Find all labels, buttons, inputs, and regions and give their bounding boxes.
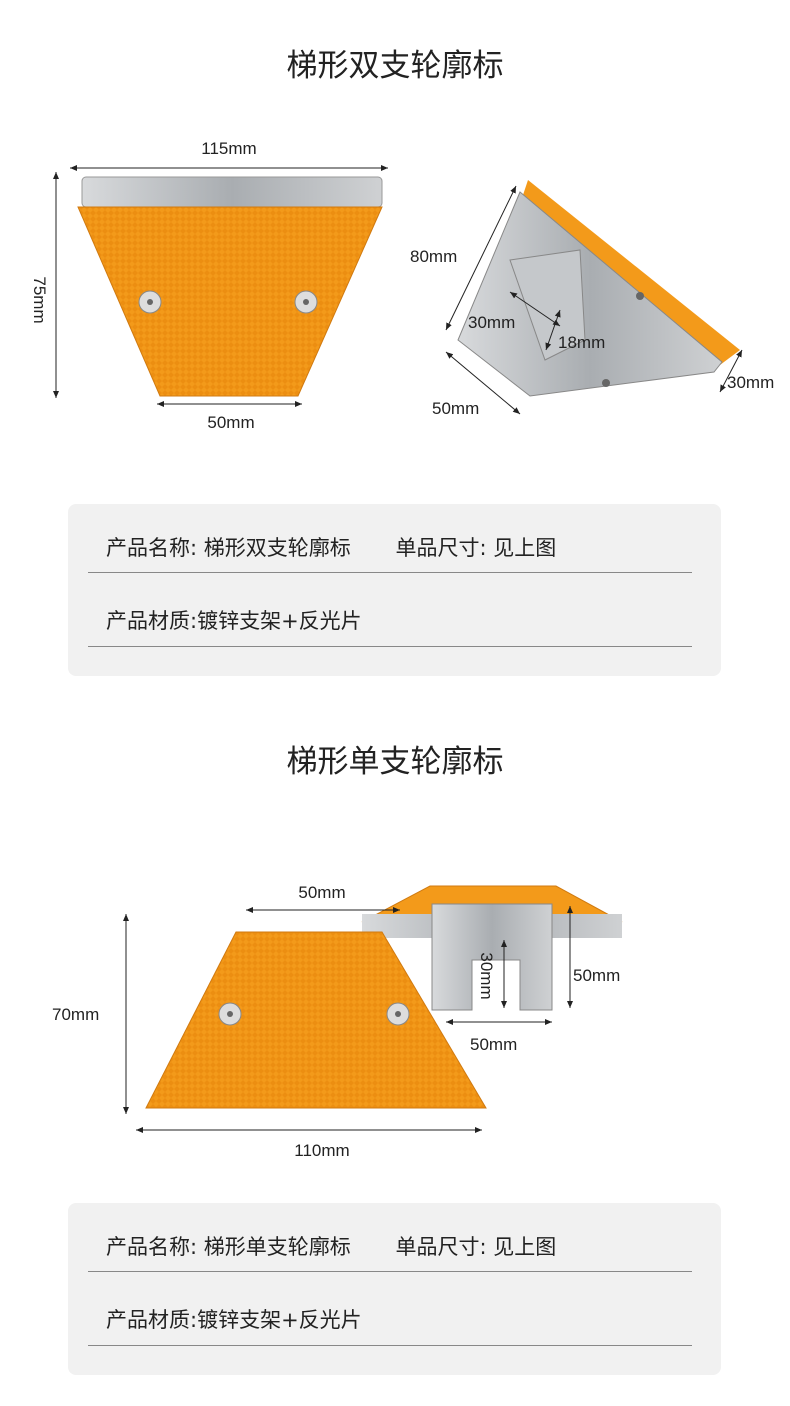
name-label: 产品名称: [106,1235,198,1259]
material-value: 镀锌支架+反光片 [197,1308,362,1332]
dim-side-height: 80mm [410,247,457,266]
material-value: 镀锌支架+反光片 [197,609,362,633]
double-reflector-side [457,180,740,397]
divider [88,1345,692,1346]
spec-row-material: 产品材质:镀锌支架+反光片 [106,605,362,635]
divider [88,572,692,573]
double-reflector-front [77,176,383,397]
size-value: 见上图 [493,536,557,560]
dim-slot-depth: 18mm [558,333,605,352]
single-reflector-front [145,931,487,1109]
dim-base: 50mm [432,399,479,418]
spec-row-name: 产品名称: 梯形双支轮廓标 单品尺寸: 见上图 [106,532,556,562]
dim-height: 75mm [30,276,49,323]
dim-width-top: 115mm [201,139,256,158]
spec-box: 产品名称: 梯形双支轮廓标 单品尺寸: 见上图 产品材质:镀锌支架+反光片 [68,504,721,676]
spec-row-material: 产品材质:镀锌支架+反光片 [106,1304,362,1334]
dim-height: 70mm [52,1005,99,1024]
section-title: 梯形双支轮廓标 [286,48,504,84]
dim-bottom: 110mm [294,1141,349,1160]
name-value: 梯形单支轮廓标 [203,1235,351,1259]
size-label: 单品尺寸: [395,536,487,560]
dim-bracket-height: 50mm [573,966,620,985]
spec-row-name: 产品名称: 梯形单支轮廓标 单品尺寸: 见上图 [106,1231,556,1261]
size-label: 单品尺寸: [395,1235,487,1259]
name-label: 产品名称: [106,536,198,560]
section-title: 梯形单支轮廓标 [286,744,504,780]
material-label: 产品材质: [106,1308,198,1332]
dim-slot-width: 30mm [468,313,515,332]
dim-thickness: 30mm [727,373,774,392]
dim-top: 50mm [298,883,345,902]
dim-bottom: 50mm [207,413,254,432]
spec-box: 产品名称: 梯形单支轮廓标 单品尺寸: 见上图 产品材质:镀锌支架+反光片 [68,1203,721,1375]
divider [88,1271,692,1272]
name-value: 梯形双支轮廓标 [203,536,351,560]
dim-bracket-width: 50mm [470,1035,517,1054]
dim-slot-depth: 30mm [477,952,496,999]
single-reflector-back [361,885,623,1011]
size-value: 见上图 [493,1235,557,1259]
material-label: 产品材质: [106,609,198,633]
divider [88,646,692,647]
